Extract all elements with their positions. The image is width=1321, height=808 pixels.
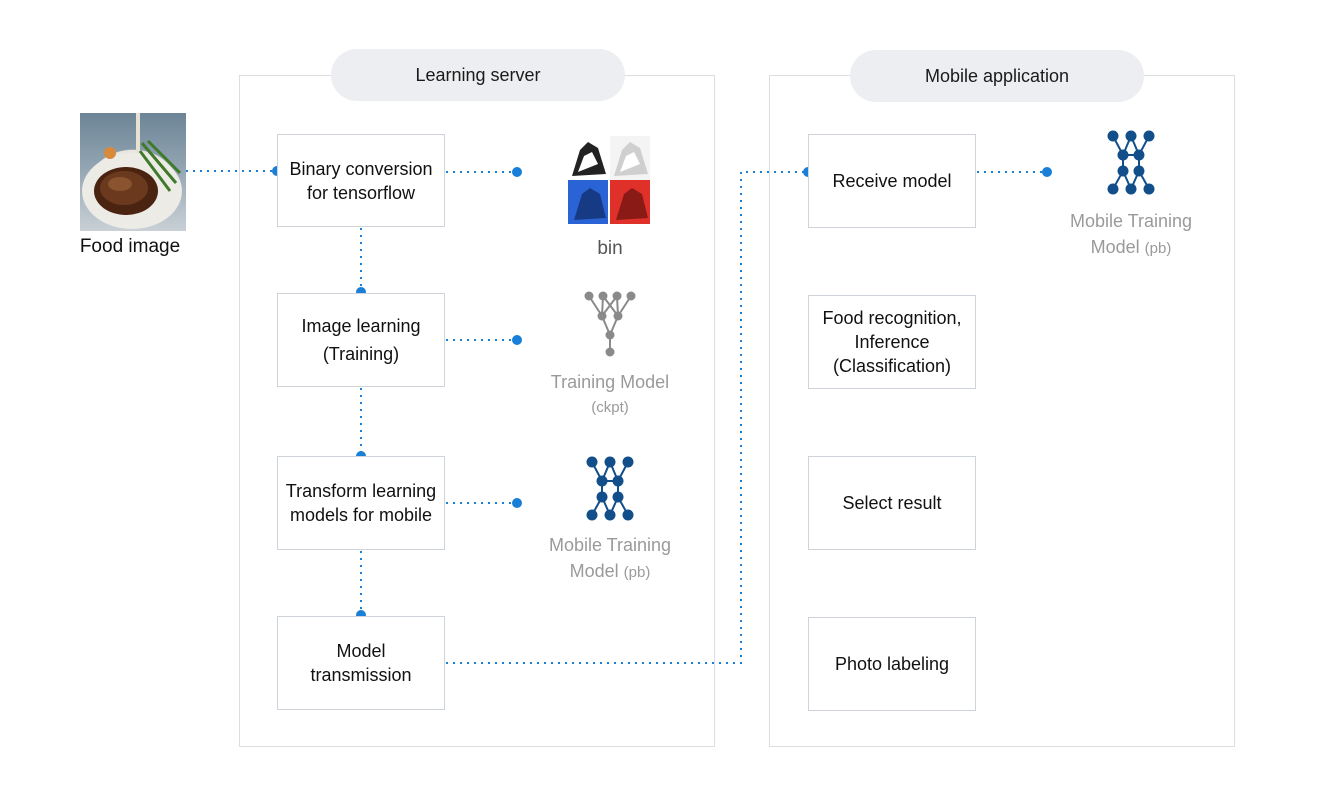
- step-line1: Food recognition,: [822, 308, 962, 328]
- mobile-network-icon: [586, 456, 634, 521]
- mobile-model-line1: Mobile Training: [548, 535, 672, 555]
- step-line2: models for mobile: [289, 505, 433, 525]
- training-model-line2: (ckpt): [591, 399, 629, 416]
- steak-icon: [82, 113, 182, 229]
- step-line2: for tensorflow: [306, 182, 416, 203]
- step-line2: transmission: [310, 665, 412, 685]
- mobile-app-model-label: Mobile Training Model (pb): [1051, 208, 1211, 262]
- model-transmission-box: Model transmission: [277, 616, 445, 710]
- training-network-icon: [584, 291, 636, 357]
- connector-dot: [1042, 167, 1052, 177]
- image-learning-box: Image learning (Training): [277, 293, 445, 387]
- connector-dot: [356, 287, 366, 297]
- connector-dot: [512, 335, 522, 345]
- training-model-label: Training Model (ckpt): [530, 369, 690, 421]
- connector-dot: [512, 167, 522, 177]
- connector-transmission-to-receive: [446, 171, 807, 664]
- step-line1: Model: [336, 641, 386, 661]
- step-line1: Select result: [842, 493, 942, 513]
- mobile-model-label: Mobile Training Model (pb): [530, 532, 690, 586]
- step-line1: Photo labeling: [834, 654, 950, 674]
- step-line1: Binary conversion: [289, 158, 433, 179]
- bin-label: bin: [597, 238, 623, 259]
- receive-model-box: Receive model: [808, 134, 976, 228]
- food-recognition-box: Food recognition, Inference (Classificatio…: [808, 295, 976, 389]
- mobile-model-line2: Model: [569, 561, 619, 581]
- food-image-label: Food image: [79, 236, 181, 257]
- mobile-model-suffix: (pb): [623, 564, 651, 581]
- step-line2: (Training): [322, 344, 400, 364]
- step-line1: Transform learning: [285, 481, 437, 501]
- food-photo: [80, 113, 186, 231]
- photo-labeling-box: Photo labeling: [808, 617, 976, 711]
- learning-server-title: Learning server: [331, 49, 625, 101]
- connector-dot: [512, 498, 522, 508]
- connector-dot: [356, 610, 366, 620]
- step-line3: (Classification): [832, 356, 952, 376]
- transform-models-box: Transform learning models for mobile: [277, 456, 445, 550]
- mobile-app-model-suffix: (pb): [1144, 240, 1172, 257]
- mobile-application-title: Mobile application: [850, 50, 1144, 102]
- step-line1: Receive model: [832, 171, 952, 191]
- bin-images-icon: [568, 136, 650, 224]
- step-line2: Inference: [854, 332, 930, 352]
- binary-conversion-box: Binary conversion for tensorflow: [277, 134, 445, 227]
- mobile-network-icon: [1107, 130, 1155, 195]
- mobile-app-model-line2: Model: [1090, 237, 1140, 257]
- training-model-line1: Training Model: [550, 372, 670, 392]
- step-line1: Image learning: [301, 316, 421, 336]
- mobile-app-model-line1: Mobile Training: [1069, 211, 1193, 231]
- select-result-box: Select result: [808, 456, 976, 550]
